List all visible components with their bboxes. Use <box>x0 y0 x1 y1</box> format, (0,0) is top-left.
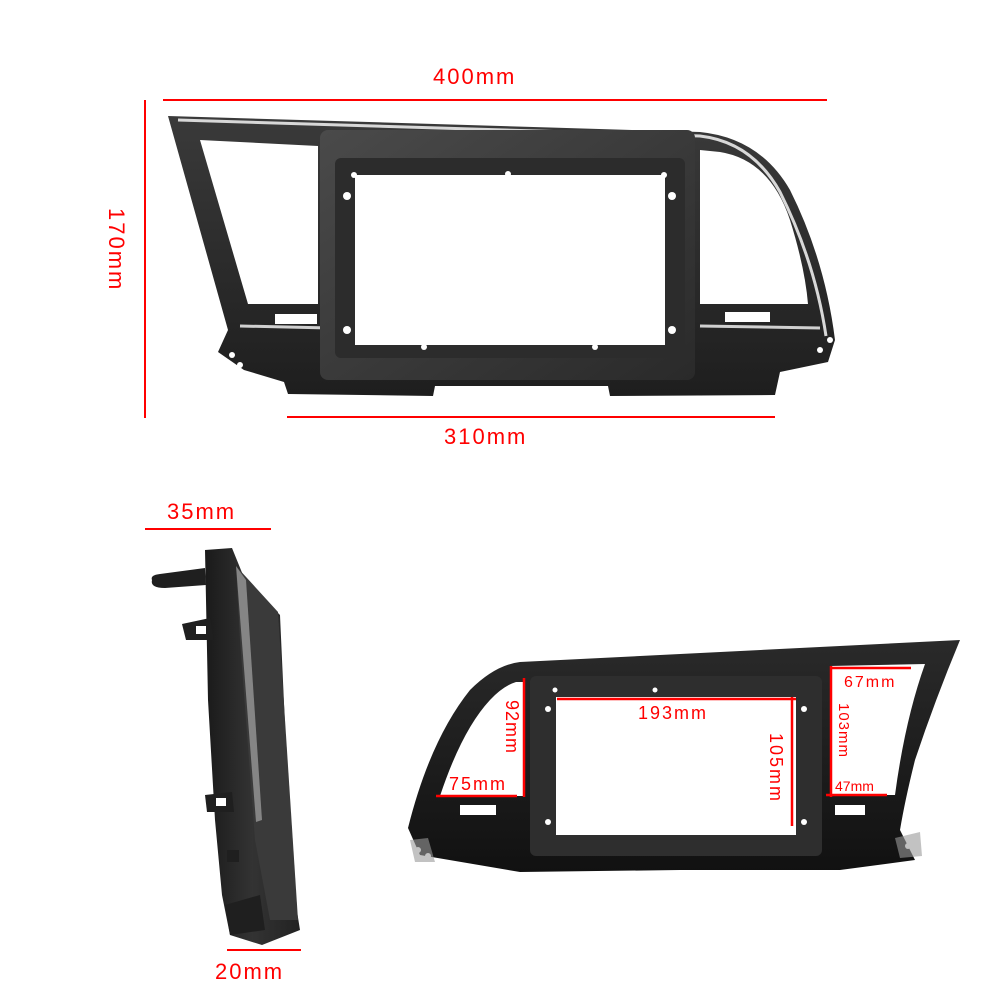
dimension-label-47mm: 47mm <box>835 778 874 794</box>
dimension-line-170mm <box>144 100 146 418</box>
dimension-line-20mm <box>227 949 301 951</box>
dimension-label-400mm: 400mm <box>433 64 517 89</box>
dimension-label-193mm: 193mm <box>638 703 709 723</box>
dimension-line-35mm <box>145 528 271 530</box>
dimension-line-400mm <box>163 99 827 101</box>
dimension-label-92mm: 92mm <box>502 700 522 755</box>
dimension-label-310mm: 310mm <box>444 424 528 449</box>
dimension-label-20mm: 20mm <box>215 959 285 984</box>
dimension-label-103mm: 103mm <box>835 703 852 759</box>
dimension-label-67mm: 67mm <box>844 674 897 691</box>
dimension-line-310mm <box>287 416 775 418</box>
dimension-label-35mm: 35mm <box>167 499 237 524</box>
dimension-label-170mm: 170mm <box>104 208 129 292</box>
dimension-label-105mm: 105mm <box>766 733 786 804</box>
dimension-label-75mm: 75mm <box>449 774 508 794</box>
